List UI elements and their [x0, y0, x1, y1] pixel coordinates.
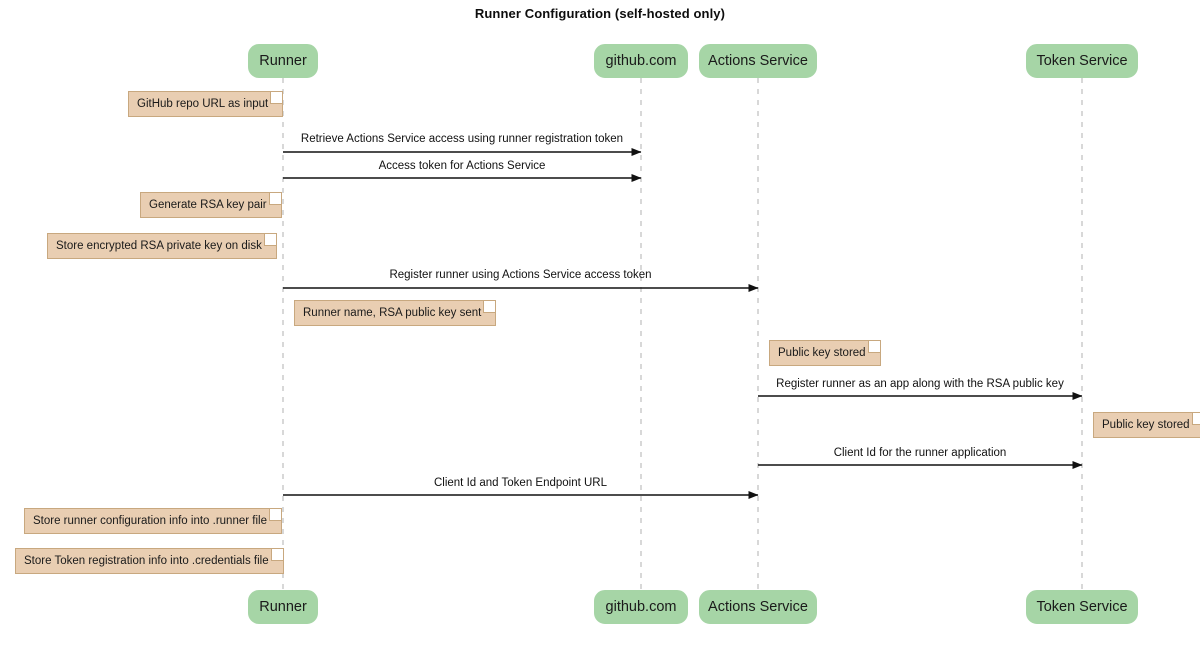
participant-label: Actions Service	[708, 53, 808, 69]
participant-label: Actions Service	[708, 599, 808, 615]
participant-label: github.com	[605, 53, 677, 69]
note-fold-corner-icon	[1191, 413, 1200, 425]
message-label-retrieve-actions-access: Retrieve Actions Service access using ru…	[283, 133, 641, 145]
participant-label: github.com	[605, 599, 677, 615]
note-runner-name-public-key: Runner name, RSA public key sent	[294, 300, 497, 326]
note-store-encrypted-rsa: Store encrypted RSA private key on disk	[47, 233, 277, 259]
note-fold-corner-icon	[483, 301, 496, 313]
participant-label: Runner	[259, 599, 307, 615]
message-text: Client Id and Token Endpoint URL	[433, 477, 608, 489]
participant-actions-bottom[interactable]: Actions Service	[699, 590, 817, 624]
page-title: Runner Configuration (self-hosted only)	[474, 6, 726, 21]
note-text: Store encrypted RSA private key on disk	[56, 240, 262, 252]
note-text: GitHub repo URL as input	[137, 98, 269, 110]
participant-github-top[interactable]: github.com	[594, 44, 688, 78]
message-label-register-runner: Register runner using Actions Service ac…	[283, 269, 758, 281]
lifelines	[282, 78, 1083, 590]
note-text: Generate RSA key pair	[149, 199, 267, 211]
note-text: Public key stored	[1102, 419, 1190, 431]
note-text: Public key stored	[778, 347, 866, 359]
participant-token-bottom[interactable]: Token Service	[1026, 590, 1138, 624]
message-text: Register runner as an app along with the…	[776, 378, 1064, 390]
note-store-token-registration: Store Token registration info into .cred…	[15, 548, 284, 574]
participant-token-top[interactable]: Token Service	[1026, 44, 1138, 78]
note-public-key-stored-token: Public key stored	[1093, 412, 1200, 438]
note-generate-rsa: Generate RSA key pair	[140, 192, 282, 218]
message-label-client-id: Client Id for the runner application	[758, 447, 1082, 459]
note-public-key-stored-actions: Public key stored	[769, 340, 881, 366]
note-fold-corner-icon	[268, 193, 281, 205]
note-fold-corner-icon	[263, 234, 276, 246]
message-text: Client Id for the runner application	[833, 447, 1007, 459]
note-fold-corner-icon	[270, 92, 283, 104]
note-store-runner-config: Store runner configuration info into .ru…	[24, 508, 282, 534]
participant-actions-top[interactable]: Actions Service	[699, 44, 817, 78]
note-text: Store Token registration info into .cred…	[24, 555, 269, 567]
message-text: Retrieve Actions Service access using ru…	[300, 133, 624, 145]
message-label-register-app: Register runner as an app along with the…	[758, 378, 1082, 390]
participant-runner-bottom[interactable]: Runner	[248, 590, 318, 624]
participant-github-bottom[interactable]: github.com	[594, 590, 688, 624]
note-fold-corner-icon	[867, 341, 880, 353]
participant-runner-top[interactable]: Runner	[248, 44, 318, 78]
message-label-access-token: Access token for Actions Service	[283, 160, 641, 172]
message-text: Access token for Actions Service	[378, 160, 546, 172]
message-text: Register runner using Actions Service ac…	[389, 269, 652, 281]
message-label-client-id-endpoint: Client Id and Token Endpoint URL	[283, 477, 758, 489]
note-text: Runner name, RSA public key sent	[303, 307, 482, 319]
participant-label: Token Service	[1036, 53, 1128, 69]
note-fold-corner-icon	[268, 509, 281, 521]
note-text: Store runner configuration info into .ru…	[33, 515, 267, 527]
participant-label: Runner	[259, 53, 307, 69]
note-fold-corner-icon	[270, 549, 283, 561]
participant-label: Token Service	[1036, 599, 1128, 615]
note-github-repo-url: GitHub repo URL as input	[128, 91, 284, 117]
